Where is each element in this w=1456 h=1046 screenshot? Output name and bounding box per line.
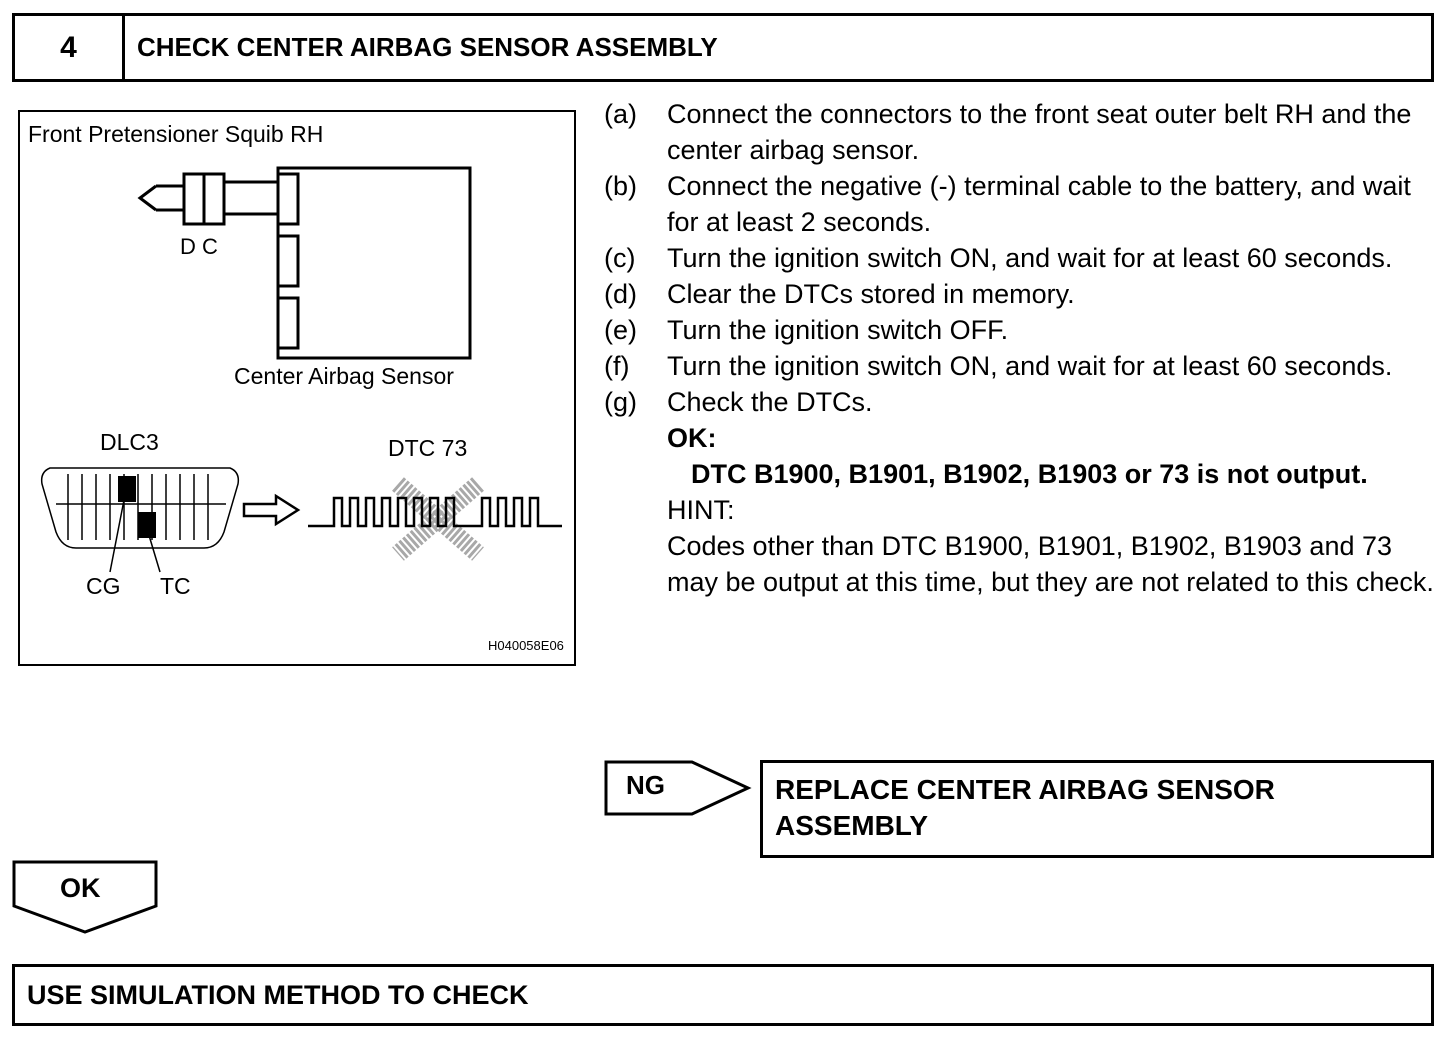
hint-text: Codes other than DTC B1900, B1901, B1902… <box>667 531 1434 597</box>
step-item: (d)Clear the DTCs stored in memory. <box>604 279 1075 309</box>
ok-criteria: OK: DTC B1900, B1901, B1902, B1903 or 73… <box>667 420 1434 600</box>
ng-arrow-icon <box>604 760 752 816</box>
hollow-arrow-icon <box>242 493 301 527</box>
ok-arrow-icon <box>12 860 158 934</box>
step-item: (b)Connect the negative (-) terminal cab… <box>604 171 1411 237</box>
center-airbag-sensor <box>276 166 472 360</box>
diagram-figure: Front Pretensioner Squib RH D C Center A… <box>18 110 576 666</box>
pretensioner-connector <box>137 172 278 226</box>
figure-code: H040058E06 <box>488 638 564 653</box>
hint-title: HINT: <box>667 495 735 525</box>
step-title: CHECK CENTER AIRBAG SENSOR ASSEMBLY <box>122 13 1434 82</box>
dtc-cross-icon <box>392 477 484 561</box>
cg-terminal <box>118 476 136 502</box>
dtc-waveform <box>308 496 562 528</box>
step-item: (g)Check the DTCs. <box>604 387 873 417</box>
tc-terminal <box>138 512 156 538</box>
sensor-label: Center Airbag Sensor <box>234 363 454 389</box>
step-item: (c)Turn the ignition switch ON, and wait… <box>604 243 1393 273</box>
dtc-label: DTC 73 <box>388 435 467 461</box>
figure-title: Front Pretensioner Squib RH <box>28 121 323 147</box>
ok-text: DTC B1900, B1901, B1902, B1903 or 73 is … <box>691 459 1368 489</box>
wiring-diagram: Front Pretensioner Squib RH D C Center A… <box>28 121 564 653</box>
step-item: (e)Turn the ignition switch OFF. <box>604 315 1009 345</box>
dlc3-connector <box>40 467 240 573</box>
dlc-label: DLC3 <box>100 429 159 455</box>
procedure-steps: (a)Connect the connectors to the front s… <box>604 96 1434 600</box>
step-number: 4 <box>12 13 125 82</box>
connector-label: D C <box>180 234 218 259</box>
step-item: (f)Turn the ignition switch ON, and wait… <box>604 351 1393 381</box>
ng-result-box: REPLACE CENTER AIRBAG SENSOR ASSEMBLY <box>760 760 1434 858</box>
ok-label: OK <box>60 873 101 903</box>
ok-title: OK: <box>667 423 717 453</box>
tc-label: TC <box>160 573 191 599</box>
step-item: (a)Connect the connectors to the front s… <box>604 99 1412 165</box>
ng-label: NG <box>626 770 665 800</box>
cg-label: CG <box>86 573 121 599</box>
footer-result-box: USE SIMULATION METHOD TO CHECK <box>12 964 1434 1026</box>
